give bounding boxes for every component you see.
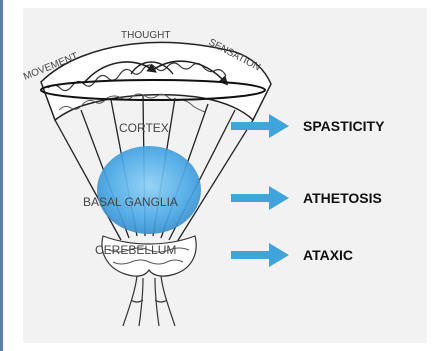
arrow-cerebellum xyxy=(231,243,289,267)
arrow-basal-ganglia xyxy=(231,186,289,210)
outcome-ataxic: ATAXIC xyxy=(303,247,353,263)
label-cortex: CORTEX xyxy=(119,121,169,135)
outcome-athetosis: ATHETOSIS xyxy=(303,190,382,206)
cerebral-palsy-diagram: MOVEMENT THOUGHT SENSATION CORTEX BASAL … xyxy=(3,0,438,351)
outcome-spasticity: SPASTICITY xyxy=(303,118,385,134)
label-cerebellum: CEREBELLUM xyxy=(95,243,176,257)
label-thought: THOUGHT xyxy=(121,30,170,41)
label-basal-ganglia: BASAL GANGLIA xyxy=(83,195,178,209)
basal-ganglia-sphere xyxy=(97,146,201,234)
arrow-cortex xyxy=(231,114,289,138)
brainstem-shape xyxy=(123,276,175,326)
